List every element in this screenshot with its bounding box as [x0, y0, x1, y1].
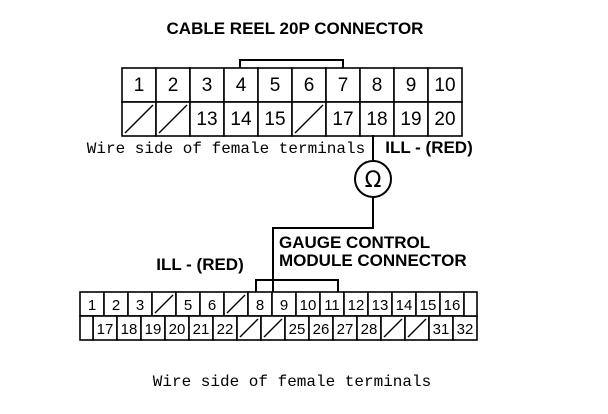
top-wire-side-caption: Wire side of female terminals [87, 140, 365, 158]
terminal-cell [393, 101, 429, 137]
terminal-number: 7 [338, 75, 349, 96]
terminal-number: 21 [193, 321, 210, 338]
empty-terminal-slash [263, 318, 283, 338]
terminal-number: 22 [217, 321, 234, 338]
empty-terminal-slash [124, 104, 154, 134]
terminal-number: 9 [280, 297, 288, 314]
terminal-number: 6 [208, 297, 216, 314]
terminal-number: 28 [361, 321, 378, 338]
bottom-ill-red-label: ILL - (RED) [156, 255, 244, 274]
terminal-number: 32 [457, 321, 474, 338]
gauge-module-title-line2: MODULE CONNECTOR [279, 251, 467, 270]
terminal-cell [199, 291, 225, 317]
omega-icon: Ω [365, 168, 382, 193]
empty-terminal-slash [158, 104, 188, 134]
terminal-number: 16 [444, 297, 461, 314]
terminal-number: 15 [420, 297, 437, 314]
terminal-number: 31 [433, 321, 450, 338]
cable-reel-title: CABLE REEL 20P CONNECTOR [167, 19, 424, 38]
terminal-cell [223, 101, 259, 137]
terminal-number: 13 [196, 109, 217, 130]
terminal-number: 15 [264, 109, 285, 130]
terminal-number: 12 [348, 297, 365, 314]
terminal-number: 5 [270, 75, 281, 96]
terminal-number: 17 [97, 321, 114, 338]
terminal-number: 10 [434, 75, 455, 96]
bottom-wire-side-caption: Wire side of female terminals [153, 373, 431, 391]
terminal-number: 3 [202, 75, 213, 96]
terminal-number: 25 [289, 321, 306, 338]
terminal-cell [356, 315, 382, 341]
terminal-number: 19 [145, 321, 162, 338]
empty-terminal-slash [294, 104, 324, 134]
terminal-number: 8 [256, 297, 264, 314]
terminal-number: 3 [136, 297, 144, 314]
terminal-number: 14 [230, 109, 252, 130]
terminal-cell [188, 315, 214, 341]
terminal-cell [308, 315, 334, 341]
terminal-cell [427, 67, 463, 103]
terminal-number: 19 [400, 109, 421, 130]
terminal-number: 2 [168, 75, 179, 96]
terminal-number: 27 [337, 321, 354, 338]
terminal-number: 26 [313, 321, 330, 338]
empty-terminal-slash [154, 294, 174, 314]
terminal-number: 5 [184, 297, 192, 314]
terminal-number: 13 [372, 297, 389, 314]
terminal-number: 9 [406, 75, 417, 96]
terminal-cell [427, 101, 463, 137]
empty-terminal-slash [239, 318, 259, 338]
terminal-number: 11 [324, 297, 340, 314]
terminal-number: 1 [88, 297, 96, 314]
terminal-number: 14 [396, 297, 413, 314]
terminal-cell [164, 315, 190, 341]
empty-terminal-slash [226, 294, 246, 314]
terminal-cell [212, 315, 238, 341]
terminal-number: 18 [121, 321, 138, 338]
terminal-cell [452, 315, 478, 341]
top-connector-key [239, 59, 344, 68]
terminal-cell [359, 67, 395, 103]
empty-terminal-slash [407, 318, 427, 338]
top-ill-red-label: ILL - (RED) [385, 138, 473, 157]
terminal-number: 17 [332, 109, 353, 130]
terminal-number: 2 [112, 297, 120, 314]
bottom-connector-key [255, 279, 339, 292]
connector-edge [79, 315, 94, 341]
empty-terminal-slash [383, 318, 403, 338]
terminal-number: 10 [300, 297, 317, 314]
terminal-number: 4 [236, 75, 247, 96]
terminal-number: 1 [134, 75, 145, 96]
terminal-number: 8 [372, 75, 383, 96]
connector-edge [463, 291, 478, 317]
gauge-module-title-line1: GAUGE CONTROL [279, 233, 430, 252]
terminal-number: 20 [169, 321, 186, 338]
terminal-number: 18 [366, 109, 387, 130]
probe-wire-bottom [272, 197, 374, 308]
terminal-cell [247, 291, 273, 317]
terminal-number: 20 [434, 109, 455, 130]
terminal-number: 6 [304, 75, 315, 96]
terminal-cell [257, 101, 293, 137]
cable-reel-connector: 1 2 3 4 5 6 7 8 9 10 13 14 15 17 18 19 20 [121, 67, 463, 137]
terminal-cell [359, 101, 395, 137]
terminal-cell [325, 101, 361, 137]
